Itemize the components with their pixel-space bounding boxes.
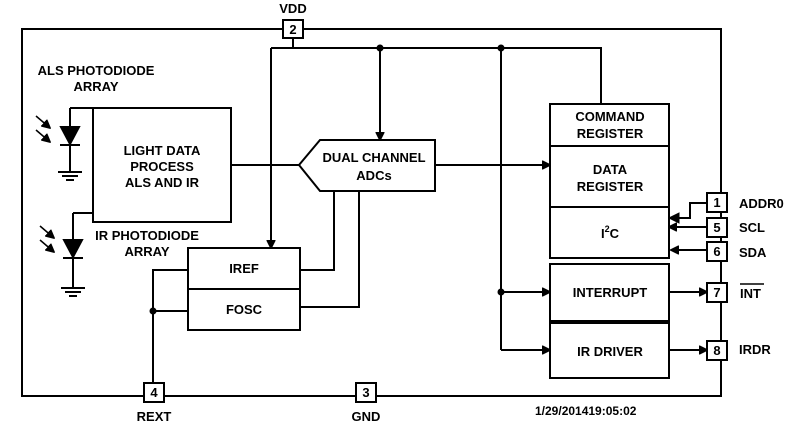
pin-4-box: [143, 382, 165, 403]
adc-label-2: ADCs: [356, 168, 391, 183]
pin-2-box: [282, 19, 304, 39]
junction-dot: [376, 44, 384, 52]
i2c-block: [549, 206, 670, 259]
pin-irdr-label: IRDR: [739, 342, 771, 357]
vdd-bus-wire: [271, 47, 602, 104]
ir-driver-label: IR DRIVER: [577, 344, 643, 359]
pin-int-label: INT: [740, 286, 761, 301]
ir-photodiode-label: IR PHOTODIODE: [95, 228, 199, 243]
adc-label-1: DUAL CHANNEL: [322, 150, 425, 165]
pin-8-number: 8: [713, 343, 720, 358]
pin-4-number: 4: [150, 385, 158, 400]
pin-1-number: 1: [713, 195, 720, 210]
pin-3-box: [355, 382, 377, 403]
pin-5-number: 5: [713, 220, 720, 235]
pin-6-box: [706, 241, 728, 262]
command-register-label-2: REGISTER: [577, 126, 644, 141]
als-photodiode-label: ALS PHOTODIODE: [38, 63, 155, 78]
addr0-arrow-icon: [667, 212, 680, 224]
junction-dot: [497, 288, 505, 296]
data-register-label-1: DATA: [593, 162, 628, 177]
light-data-label-1: LIGHT DATA: [124, 143, 201, 158]
fosc-label: FOSC: [226, 302, 263, 317]
rext-wire: [152, 269, 188, 383]
light-data-process-block: [92, 107, 232, 223]
iref-label: IREF: [229, 261, 259, 276]
junction-dot: [149, 307, 157, 315]
i2c-label: I2C: [601, 224, 620, 241]
junction-dot: [497, 44, 505, 52]
pin-scl-label: SCL: [739, 220, 765, 235]
data-register-label-2: REGISTER: [577, 179, 644, 194]
pin-gnd-label: GND: [352, 409, 381, 424]
pin-5-box: [706, 217, 728, 238]
ir-photodiode-icon: [39, 212, 93, 297]
iref-to-adc-wire: [300, 191, 335, 271]
light-data-label-3: ALS AND IR: [125, 175, 200, 190]
pin-6-number: 6: [713, 244, 720, 259]
light-data-label-2: PROCESS: [130, 159, 194, 174]
pin-7-number: 7: [713, 285, 720, 300]
pin-vdd-label: VDD: [279, 1, 306, 16]
interrupt-label: INTERRUPT: [573, 285, 647, 300]
pin-addr0-label: ADDR0: [739, 196, 784, 211]
als-photodiode-label-line2: ARRAY: [73, 79, 118, 94]
command-register-label-1: COMMAND: [575, 109, 644, 124]
pin-sda-label: SDA: [739, 245, 767, 260]
pin-2-number: 2: [289, 22, 296, 37]
pin-3-number: 3: [362, 385, 369, 400]
timestamp: 1/29/201419:05:02: [535, 404, 637, 418]
dual-channel-adc-block: [297, 139, 436, 192]
pin-1-box: [706, 192, 728, 213]
pin-8-box: [706, 340, 728, 361]
als-photodiode-icon: [35, 107, 93, 181]
fosc-block: [187, 288, 301, 331]
fosc-to-adc-wire: [300, 191, 360, 308]
pin-rext-label: REXT: [137, 409, 172, 424]
pin-7-box: [706, 282, 728, 303]
ir-photodiode-label-line2: ARRAY: [124, 244, 169, 259]
interrupt-block: [549, 263, 670, 322]
